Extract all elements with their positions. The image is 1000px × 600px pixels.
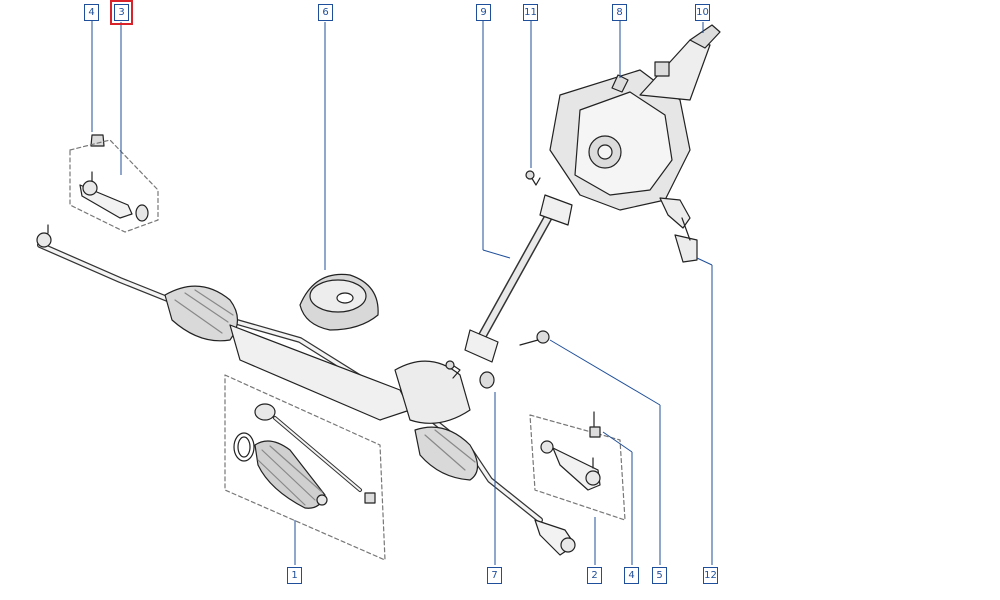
mounting-bracket — [659, 197, 698, 263]
callout-label[interactable]: 2 — [587, 567, 602, 584]
callout-label[interactable]: 10 — [695, 4, 710, 21]
tie-rod-end-left — [79, 171, 133, 219]
bushing — [479, 371, 495, 389]
steering-column — [549, 24, 721, 211]
steering-rack — [36, 224, 576, 556]
callout-label-highlighted[interactable]: 3 — [110, 0, 133, 25]
bolt — [445, 360, 461, 379]
bolt — [525, 170, 541, 186]
callout-label[interactable]: 9 — [476, 4, 491, 21]
tie-rod-end-right — [529, 411, 626, 521]
nut — [90, 134, 105, 147]
callout-label[interactable]: 8 — [612, 4, 627, 21]
rack-boot-kit — [224, 374, 386, 561]
washer — [135, 204, 149, 222]
callout-label[interactable]: 1 — [287, 567, 302, 584]
callout-label[interactable]: 5 — [652, 567, 667, 584]
callout-label[interactable]: 4 — [84, 4, 99, 21]
bolt — [519, 330, 550, 346]
callout-label[interactable]: 12 — [703, 567, 718, 584]
rubber-grommet — [299, 273, 379, 331]
callout-label[interactable]: 7 — [487, 567, 502, 584]
intermediate-shaft — [464, 194, 573, 363]
callout-label[interactable]: 4 — [624, 567, 639, 584]
callout-label[interactable]: 6 — [318, 4, 333, 21]
callout-label[interactable]: 11 — [523, 4, 538, 21]
